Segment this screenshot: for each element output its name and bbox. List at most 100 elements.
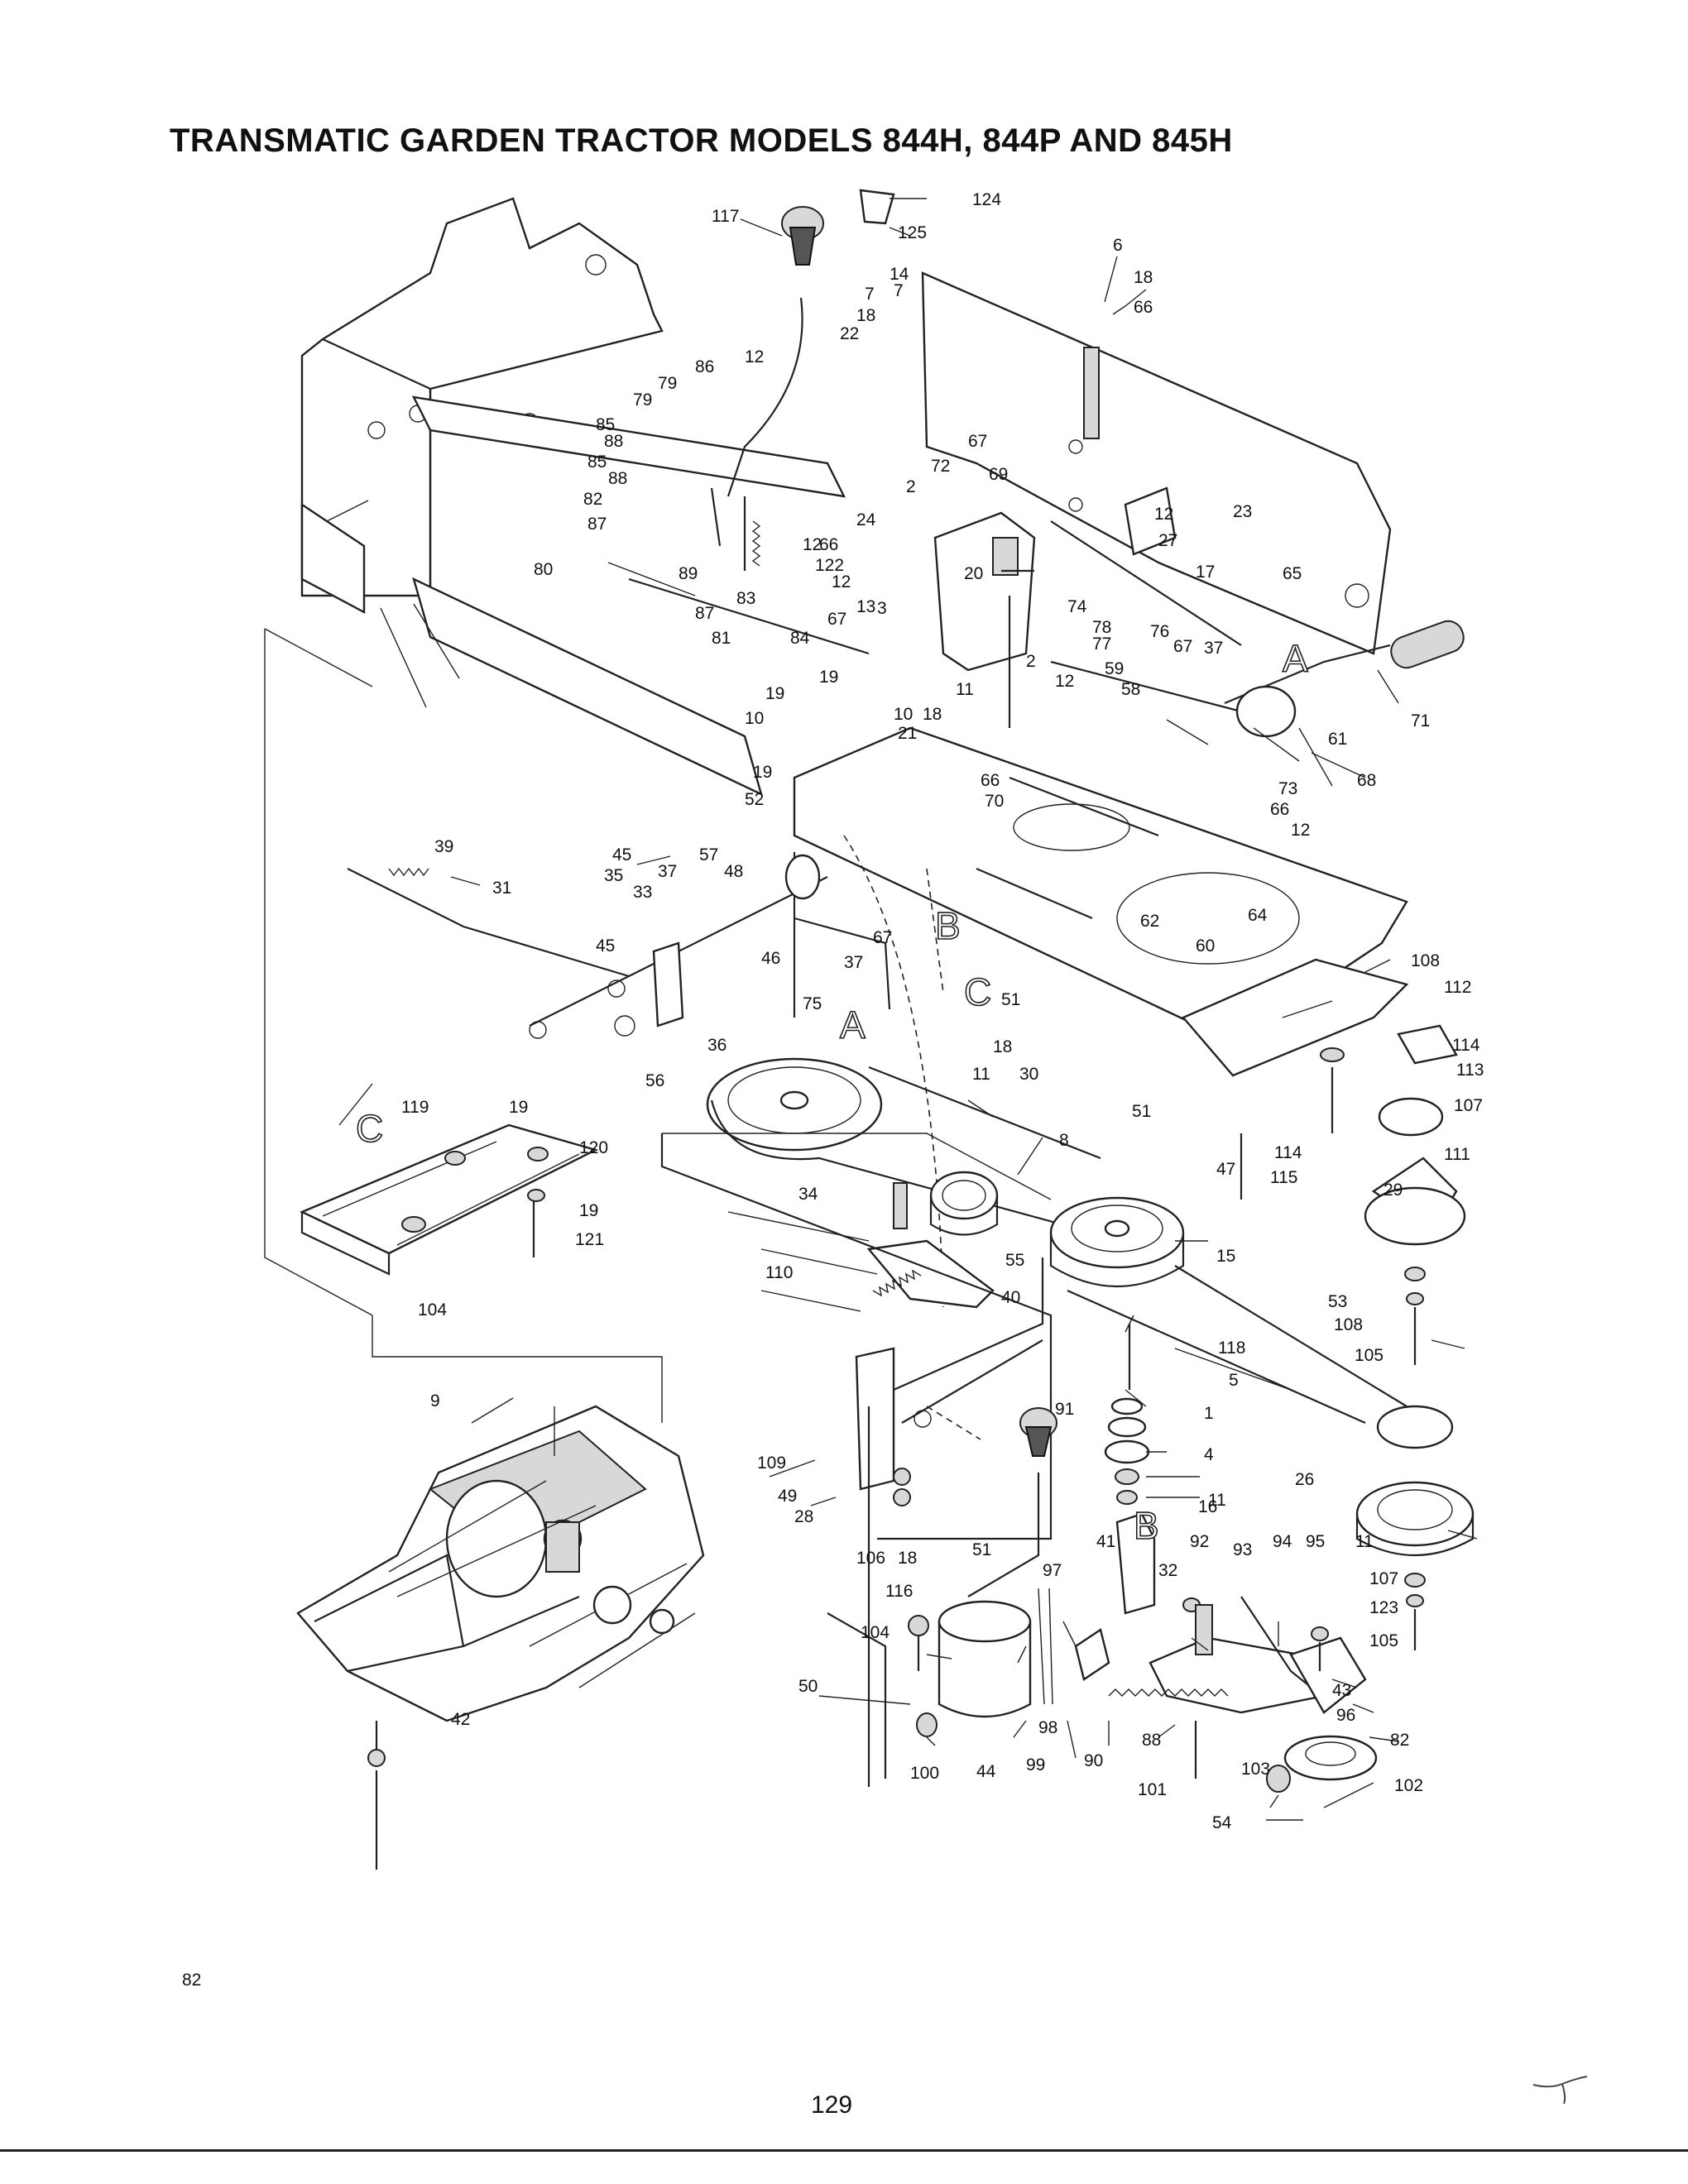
part-number-label: 11 (956, 680, 974, 699)
part-number-label: 94 (1273, 1532, 1292, 1551)
part-number-label: 98 (1038, 1718, 1057, 1737)
part-number-label: 82 (182, 1971, 201, 1990)
part-number-label: 45 (596, 936, 615, 956)
part-number-label: 22 (840, 324, 859, 343)
part-number-label: 16 (1198, 1497, 1217, 1516)
part-number-label: 72 (931, 457, 950, 476)
reference-letter: A (1283, 637, 1308, 680)
part-number-label: 56 (645, 1071, 664, 1090)
part-number-label: 124 (972, 190, 1001, 209)
part-number-label: 12 (803, 535, 822, 554)
part-number-label: 19 (753, 763, 772, 782)
part-number-label: 8 (1059, 1131, 1069, 1150)
part-number-label: 61 (1328, 730, 1347, 749)
part-number-label: 68 (1357, 771, 1376, 790)
part-number-label: 37 (844, 953, 863, 972)
part-number-label: 29 (1383, 1181, 1403, 1200)
part-number-label: 117 (712, 207, 739, 226)
part-number-label: 66 (1134, 298, 1153, 317)
part-number-label: 71 (1411, 711, 1430, 730)
part-number-label: 107 (1454, 1096, 1483, 1115)
reference-letter: B (935, 904, 961, 947)
part-number-label: 20 (964, 564, 983, 583)
part-number-label: 28 (794, 1507, 813, 1526)
part-number-label: 60 (1196, 936, 1215, 956)
part-number-label: 67 (1173, 637, 1192, 656)
part-number-label: 86 (695, 357, 714, 376)
part-number-label: 17 (1196, 563, 1215, 582)
part-number-label: 125 (898, 223, 927, 242)
part-number-label: 48 (724, 862, 743, 881)
part-number-label: 13 (856, 597, 875, 616)
part-number-label: 118 (1218, 1339, 1245, 1358)
part-number-label: 6 (1113, 236, 1123, 255)
part-number-label: 109 (757, 1454, 786, 1473)
part-number-label: 85 (587, 453, 607, 472)
part-number-label: 44 (976, 1762, 996, 1781)
part-number-label: 39 (434, 837, 453, 856)
part-number-label: 52 (745, 790, 764, 809)
part-number-label: 35 (604, 866, 623, 885)
part-number-label: 79 (658, 374, 677, 393)
shift-linkage (628, 189, 1465, 738)
page-title: TRANSMATIC GARDEN TRACTOR MODELS 844H, 8… (170, 122, 1233, 159)
part-number-label: 67 (827, 610, 846, 629)
part-number-label: 40 (1001, 1288, 1020, 1307)
part-number-label: 87 (695, 604, 714, 623)
part-number-label: 12 (1154, 505, 1173, 524)
part-number-label: 18 (993, 1037, 1012, 1056)
part-number-label: 103 (1241, 1760, 1270, 1779)
part-number-label: 123 (1369, 1598, 1398, 1617)
part-number-label: 10 (745, 709, 764, 728)
footer-rule (0, 2149, 1688, 2152)
right-pulley-stack (1240, 1024, 1466, 1671)
part-number-label: 23 (1233, 502, 1252, 521)
part-number-label: 2 (906, 477, 916, 496)
part-number-label: 51 (1132, 1102, 1151, 1121)
part-number-label: 37 (1204, 639, 1223, 658)
part-number-label: 99 (1026, 1755, 1045, 1774)
part-number-label: 83 (736, 589, 755, 608)
leader-lines (326, 198, 1478, 1808)
part-number-label: 65 (1283, 564, 1302, 583)
part-number-label: 12 (1055, 672, 1074, 691)
part-number-label: 92 (1190, 1532, 1209, 1551)
part-number-label: 24 (856, 510, 876, 529)
part-number-label: 93 (1233, 1540, 1252, 1559)
part-number-label: 42 (451, 1710, 470, 1729)
part-number-label: 1 (1204, 1404, 1214, 1423)
part-number-label: 81 (712, 629, 731, 648)
part-number-label: 90 (1084, 1751, 1103, 1770)
part-number-label: 85 (596, 415, 615, 434)
part-number-label: 80 (534, 560, 553, 579)
part-number-label: 75 (803, 994, 822, 1013)
part-number-label: 46 (761, 949, 780, 968)
part-number-label: 115 (1270, 1168, 1297, 1187)
part-number-label: 111 (1444, 1145, 1470, 1164)
part-number-label: 64 (1248, 906, 1268, 925)
part-number-label: 87 (587, 515, 607, 534)
part-number-label: 70 (985, 792, 1004, 811)
part-number-label: 120 (579, 1138, 608, 1157)
part-number-label: 113 (1456, 1061, 1484, 1080)
reference-letters: A B C A C B (355, 636, 1309, 1548)
part-number-label: 51 (1001, 990, 1020, 1009)
part-number-label: 84 (790, 629, 810, 648)
part-number-label: 49 (778, 1487, 797, 1506)
part-number-label: 19 (579, 1201, 598, 1220)
part-number-label: 104 (418, 1300, 447, 1320)
part-number-label: 100 (910, 1764, 939, 1783)
part-number-label: 12 (1291, 821, 1310, 840)
part-number-label: 107 (1369, 1569, 1398, 1588)
part-number-label: 47 (1216, 1160, 1235, 1179)
part-number-label: 3 (877, 599, 887, 618)
part-number-label: 19 (765, 684, 784, 703)
part-number-label: 31 (492, 879, 511, 898)
part-number-label: 10 (894, 705, 913, 724)
part-number-label: 33 (633, 883, 652, 902)
part-number-label: 43 (1332, 1681, 1351, 1700)
idler-bracket-assembly (660, 1133, 1053, 1540)
part-number-label: 19 (819, 668, 838, 687)
part-number-label: 15 (1216, 1247, 1235, 1266)
